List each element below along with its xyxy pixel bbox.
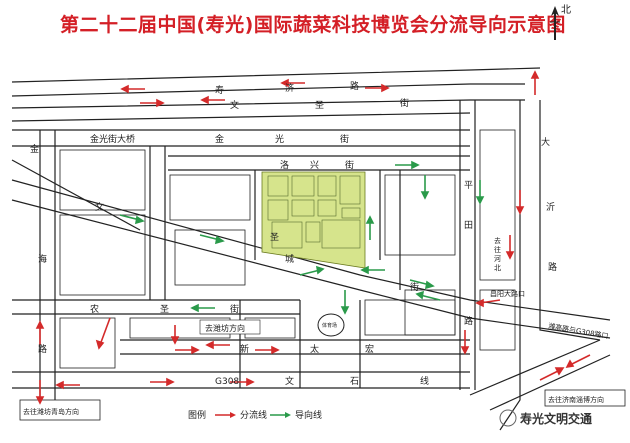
svg-text:金: 金 (215, 133, 224, 145)
svg-text:往: 往 (494, 245, 501, 254)
svg-text:济: 济 (285, 82, 294, 94)
watermark: 寿光文明交通 (499, 409, 592, 427)
svg-text:洛: 洛 (280, 159, 289, 171)
svg-text:街: 街 (400, 97, 409, 109)
svg-text:路: 路 (350, 80, 359, 92)
svg-text:文: 文 (95, 201, 104, 213)
svg-text:文: 文 (230, 99, 239, 111)
svg-text:G308: G308 (215, 377, 239, 387)
svg-text:去: 去 (494, 236, 501, 245)
expo-grounds (261, 171, 366, 269)
to-jinan-label: 去往济南淄博方向 (548, 395, 604, 404)
svg-text:文: 文 (285, 375, 294, 387)
svg-text:街: 街 (345, 159, 354, 171)
svg-text:太: 太 (310, 343, 319, 355)
svg-text:光: 光 (275, 133, 284, 145)
page-title: 第二十二届中国(寿光)国际蔬菜科技博览会分流导向示意图 (60, 14, 566, 36)
svg-text:田: 田 (464, 220, 473, 231)
road-labels: 寿 济 路 文 圣 街 金光街大桥 金 光 街 洛 兴 街 文 圣 城 金 海 … (30, 80, 609, 387)
svg-text:昌阳大路口: 昌阳大路口 (490, 289, 525, 298)
svg-text:海: 海 (38, 253, 47, 265)
stadium-label: 体育场 (322, 322, 337, 329)
svg-text:平: 平 (464, 180, 473, 191)
legend-title: 图例 (188, 409, 206, 421)
svg-text:石: 石 (350, 377, 359, 387)
to-shouguang-label: 去往潍坊青岛方向 (23, 407, 79, 416)
svg-text:线: 线 (420, 375, 429, 387)
svg-text:寿: 寿 (215, 84, 224, 96)
svg-text:潍高路与G308路口: 潍高路与G308路口 (548, 321, 609, 340)
svg-text:街: 街 (230, 303, 239, 315)
svg-text:路: 路 (38, 343, 47, 355)
svg-text:兴: 兴 (310, 160, 319, 171)
svg-text:河: 河 (494, 255, 501, 263)
legend: 图例 分流线 导向线 (188, 409, 322, 421)
road-network (11, 67, 611, 431)
svg-text:大: 大 (541, 136, 550, 148)
svg-text:路: 路 (548, 261, 557, 273)
svg-text:圣: 圣 (315, 100, 324, 111)
svg-text:宏: 宏 (365, 343, 374, 355)
compass-label: 北 (561, 4, 571, 16)
svg-text:街: 街 (410, 281, 419, 293)
legend-guide: 导向线 (295, 409, 322, 421)
compass-icon: 北 (550, 4, 571, 40)
svg-text:圣: 圣 (160, 304, 169, 315)
stadium: 体育场 (317, 313, 345, 337)
svg-text:城: 城 (285, 254, 294, 265)
watermark-text: 寿光文明交通 (520, 411, 592, 426)
direction-labels: 去潍坊方向 去往潍坊青岛方向 去往济南淄博方向 去 往 河 北 (23, 236, 604, 416)
svg-text:街: 街 (340, 133, 349, 145)
svg-text:圣: 圣 (270, 232, 279, 243)
svg-text:金: 金 (30, 143, 39, 155)
split-route-arrows (35, 70, 591, 405)
svg-text:农: 农 (90, 303, 99, 315)
legend-split: 分流线 (240, 409, 267, 421)
svg-text:路: 路 (464, 315, 473, 327)
svg-text:北: 北 (494, 264, 501, 272)
svg-text:新: 新 (240, 343, 249, 355)
to-weifang-label: 去潍坊方向 (205, 323, 245, 333)
svg-text:金光街大桥: 金光街大桥 (90, 133, 135, 145)
wechat-icon (499, 409, 517, 427)
svg-text:沂: 沂 (546, 201, 555, 213)
guide-route-arrows (119, 160, 485, 315)
